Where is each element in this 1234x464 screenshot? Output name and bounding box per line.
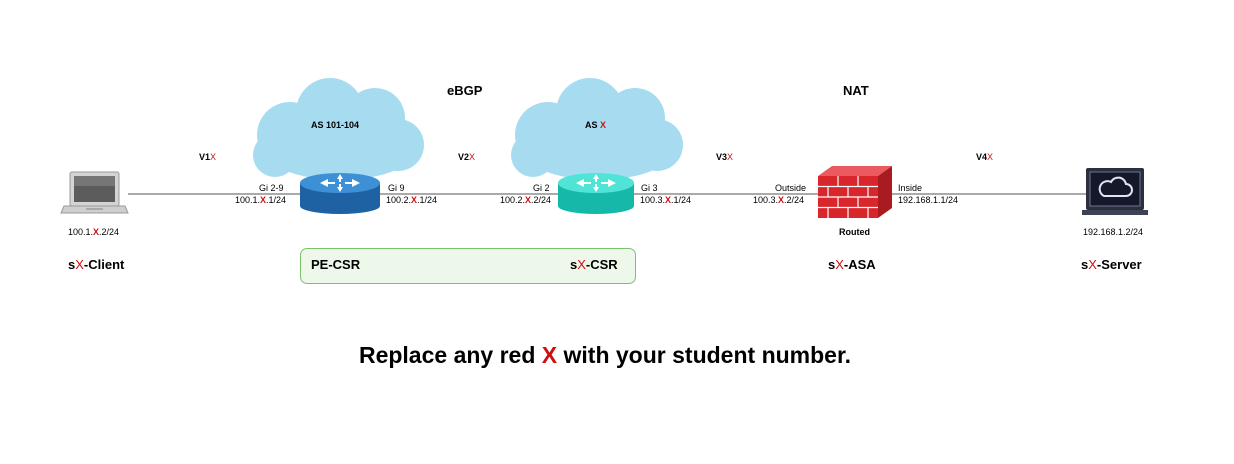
nat-label: NAT xyxy=(843,83,869,98)
asa-inside-ip: 192.168.1.1/24 xyxy=(898,195,959,205)
laptop-icon xyxy=(60,171,129,214)
vlan-label-3: V3X xyxy=(716,152,734,162)
ebgp-label: eBGP xyxy=(447,83,483,98)
vlan-label-2: V2X xyxy=(458,152,476,162)
asa-mode-label: Routed xyxy=(839,227,870,237)
client-ip: 100.1.X.2/24 xyxy=(68,227,120,237)
csr-group-box xyxy=(300,248,636,284)
pe-left-interface: Gi 2-9 xyxy=(259,183,284,193)
server-ip: 192.168.1.2/24 xyxy=(1083,227,1144,237)
node-name-pe-csr: PE-CSR xyxy=(311,257,361,272)
asa-outside-ip: 100.3.X.2/24 xyxy=(753,195,805,205)
pe-right-ip: 100.2.X.1/24 xyxy=(386,195,438,205)
asa-inside-interface: Inside xyxy=(898,183,923,193)
sx-left-ip: 100.2.X.2/24 xyxy=(500,195,552,205)
vlan-label-1: V1X xyxy=(199,152,217,162)
cloud-right-label: AS X xyxy=(585,120,606,130)
pe-left-ip: 100.1.X.1/24 xyxy=(235,195,287,205)
node-name-server: sX-Server xyxy=(1081,257,1142,272)
cloud-left-shape xyxy=(253,78,424,180)
firewall-icon xyxy=(818,166,892,218)
sx-left-interface: Gi 2 xyxy=(533,183,550,193)
cloud-right-prefix: AS xyxy=(585,120,601,130)
node-name-sx-csr: sX-CSR xyxy=(570,257,618,272)
cloud-right-x: X xyxy=(600,120,607,130)
router-icon-sx xyxy=(558,173,634,214)
node-name-asa: sX-ASA xyxy=(828,257,876,272)
instruction-caption: Replace any red X with your student numb… xyxy=(358,342,852,368)
pe-right-interface: Gi 9 xyxy=(388,183,405,193)
asa-outside-interface: Outside xyxy=(775,183,807,193)
cloud-left-label: AS 101-104 xyxy=(311,120,360,130)
sx-right-interface: Gi 3 xyxy=(641,183,658,193)
server-icon xyxy=(1082,168,1148,215)
router-icon-pe xyxy=(300,173,380,214)
node-name-client: sX-Client xyxy=(68,257,125,272)
vlan-label-4: V4X xyxy=(976,152,994,162)
cloud-right-shape xyxy=(511,78,683,180)
sx-right-ip: 100.3.X.1/24 xyxy=(640,195,692,205)
